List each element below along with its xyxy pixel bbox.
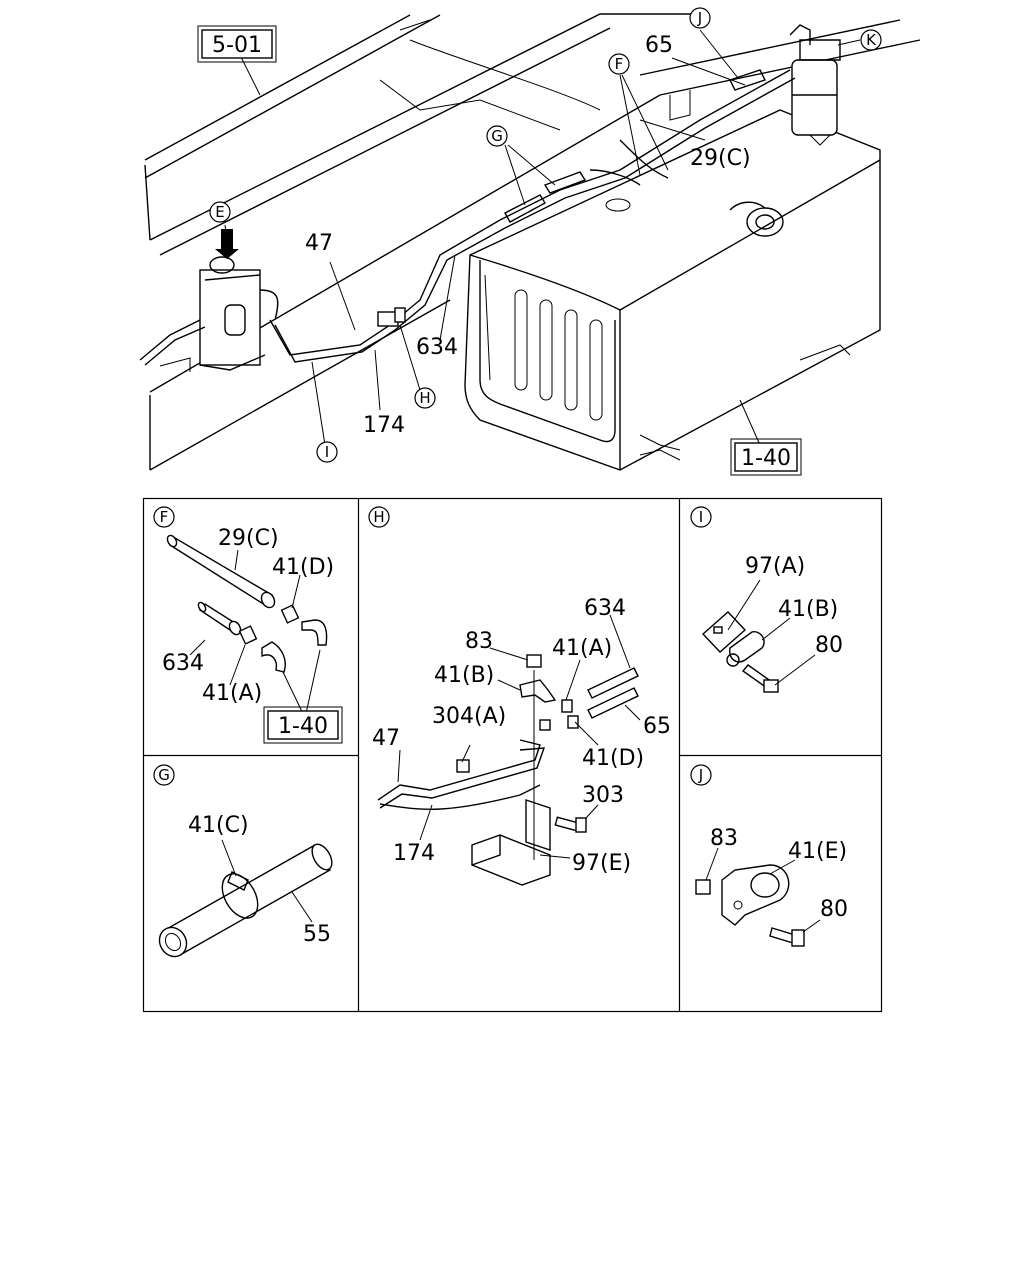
label-634-f: 634 [162,651,204,676]
label-47-main: 47 [305,231,333,256]
ref-label-1-40-f: 1-40 [278,714,328,739]
label-41d-h: 41(D) [582,746,644,771]
ref-box-5-01: 5-01 [197,25,277,63]
panel-marker-g: G [153,764,175,786]
label-174-h: 174 [393,841,435,866]
svg-text:J: J [698,766,703,784]
svg-text:J: J [697,9,702,27]
label-55-g: 55 [303,922,331,947]
panel-j: J 83 41(E) 80 [690,764,848,947]
leader-lines-main [224,29,861,446]
view-marker-k: K [860,29,882,51]
label-303-h: 303 [582,783,624,808]
svg-text:G: G [158,766,170,784]
svg-text:G: G [491,127,503,145]
label-83-j: 83 [710,826,738,851]
view-marker-e: E [209,201,231,223]
view-marker-h: H [414,387,436,409]
label-304a-h: 304(A) [432,704,506,729]
svg-text:E: E [215,203,224,221]
panel-marker-j: J [690,764,712,786]
label-41b-i: 41(B) [778,597,838,622]
label-97a-i: 97(A) [745,554,805,579]
fuel-lines [269,69,796,363]
label-41a-h: 41(A) [552,636,612,661]
ref-box-1-40-main: 1-40 [730,438,802,476]
svg-text:I: I [699,508,703,526]
label-47-h: 47 [372,726,400,751]
label-41c-g: 41(C) [188,813,249,838]
view-marker-i: I [316,441,338,463]
panel-h: H [368,506,671,886]
label-83-h: 83 [465,629,493,654]
cross-member [639,19,921,121]
label-29c-f: 29(C) [218,526,279,551]
view-marker-f: F [608,53,630,75]
label-80-j: 80 [820,897,848,922]
label-174-main: 174 [363,413,405,438]
label-80-i: 80 [815,633,843,658]
panel-i: I 97(A) 41(B) 80 [690,506,843,693]
panel-marker-f: F [153,506,175,528]
label-41a-f: 41(A) [202,681,262,706]
label-41e-j: 41(E) [788,839,847,864]
svg-text:H: H [373,508,384,526]
label-634-h: 634 [584,596,626,621]
panel-marker-i: I [690,506,712,528]
svg-text:K: K [866,31,877,49]
view-arrow-icon [215,229,239,259]
bracket-h [377,307,406,327]
svg-text:F: F [615,55,624,73]
priming-pump [139,256,279,371]
label-65-h: 65 [643,714,671,739]
svg-text:F: F [160,508,169,526]
view-marker-g: G [486,125,508,147]
label-97e-h: 97(E) [572,851,631,876]
label-634-main: 634 [416,335,458,360]
fuel-filter [789,24,841,146]
label-41d-f: 41(D) [272,555,334,580]
view-marker-j: J [689,7,711,29]
ref-label-5-01: 5-01 [212,33,262,58]
label-29c-main: 29(C) [690,146,751,171]
panel-f: F 1-40 29(C) 41(D) 634 41(A) [153,506,343,744]
svg-text:H: H [419,389,430,407]
panel-g: G 41(C) 55 [153,764,333,958]
label-41b-h: 41(B) [434,663,494,688]
panel-marker-h: H [368,506,390,528]
main-assembly-view: 5-01 1-40 E F G H I J [139,7,921,476]
fuel-tank [464,109,881,471]
svg-text:I: I [325,443,329,461]
detail-panels-frame [142,497,883,1013]
label-65-main: 65 [645,33,673,58]
ref-label-1-40-main: 1-40 [741,446,791,471]
